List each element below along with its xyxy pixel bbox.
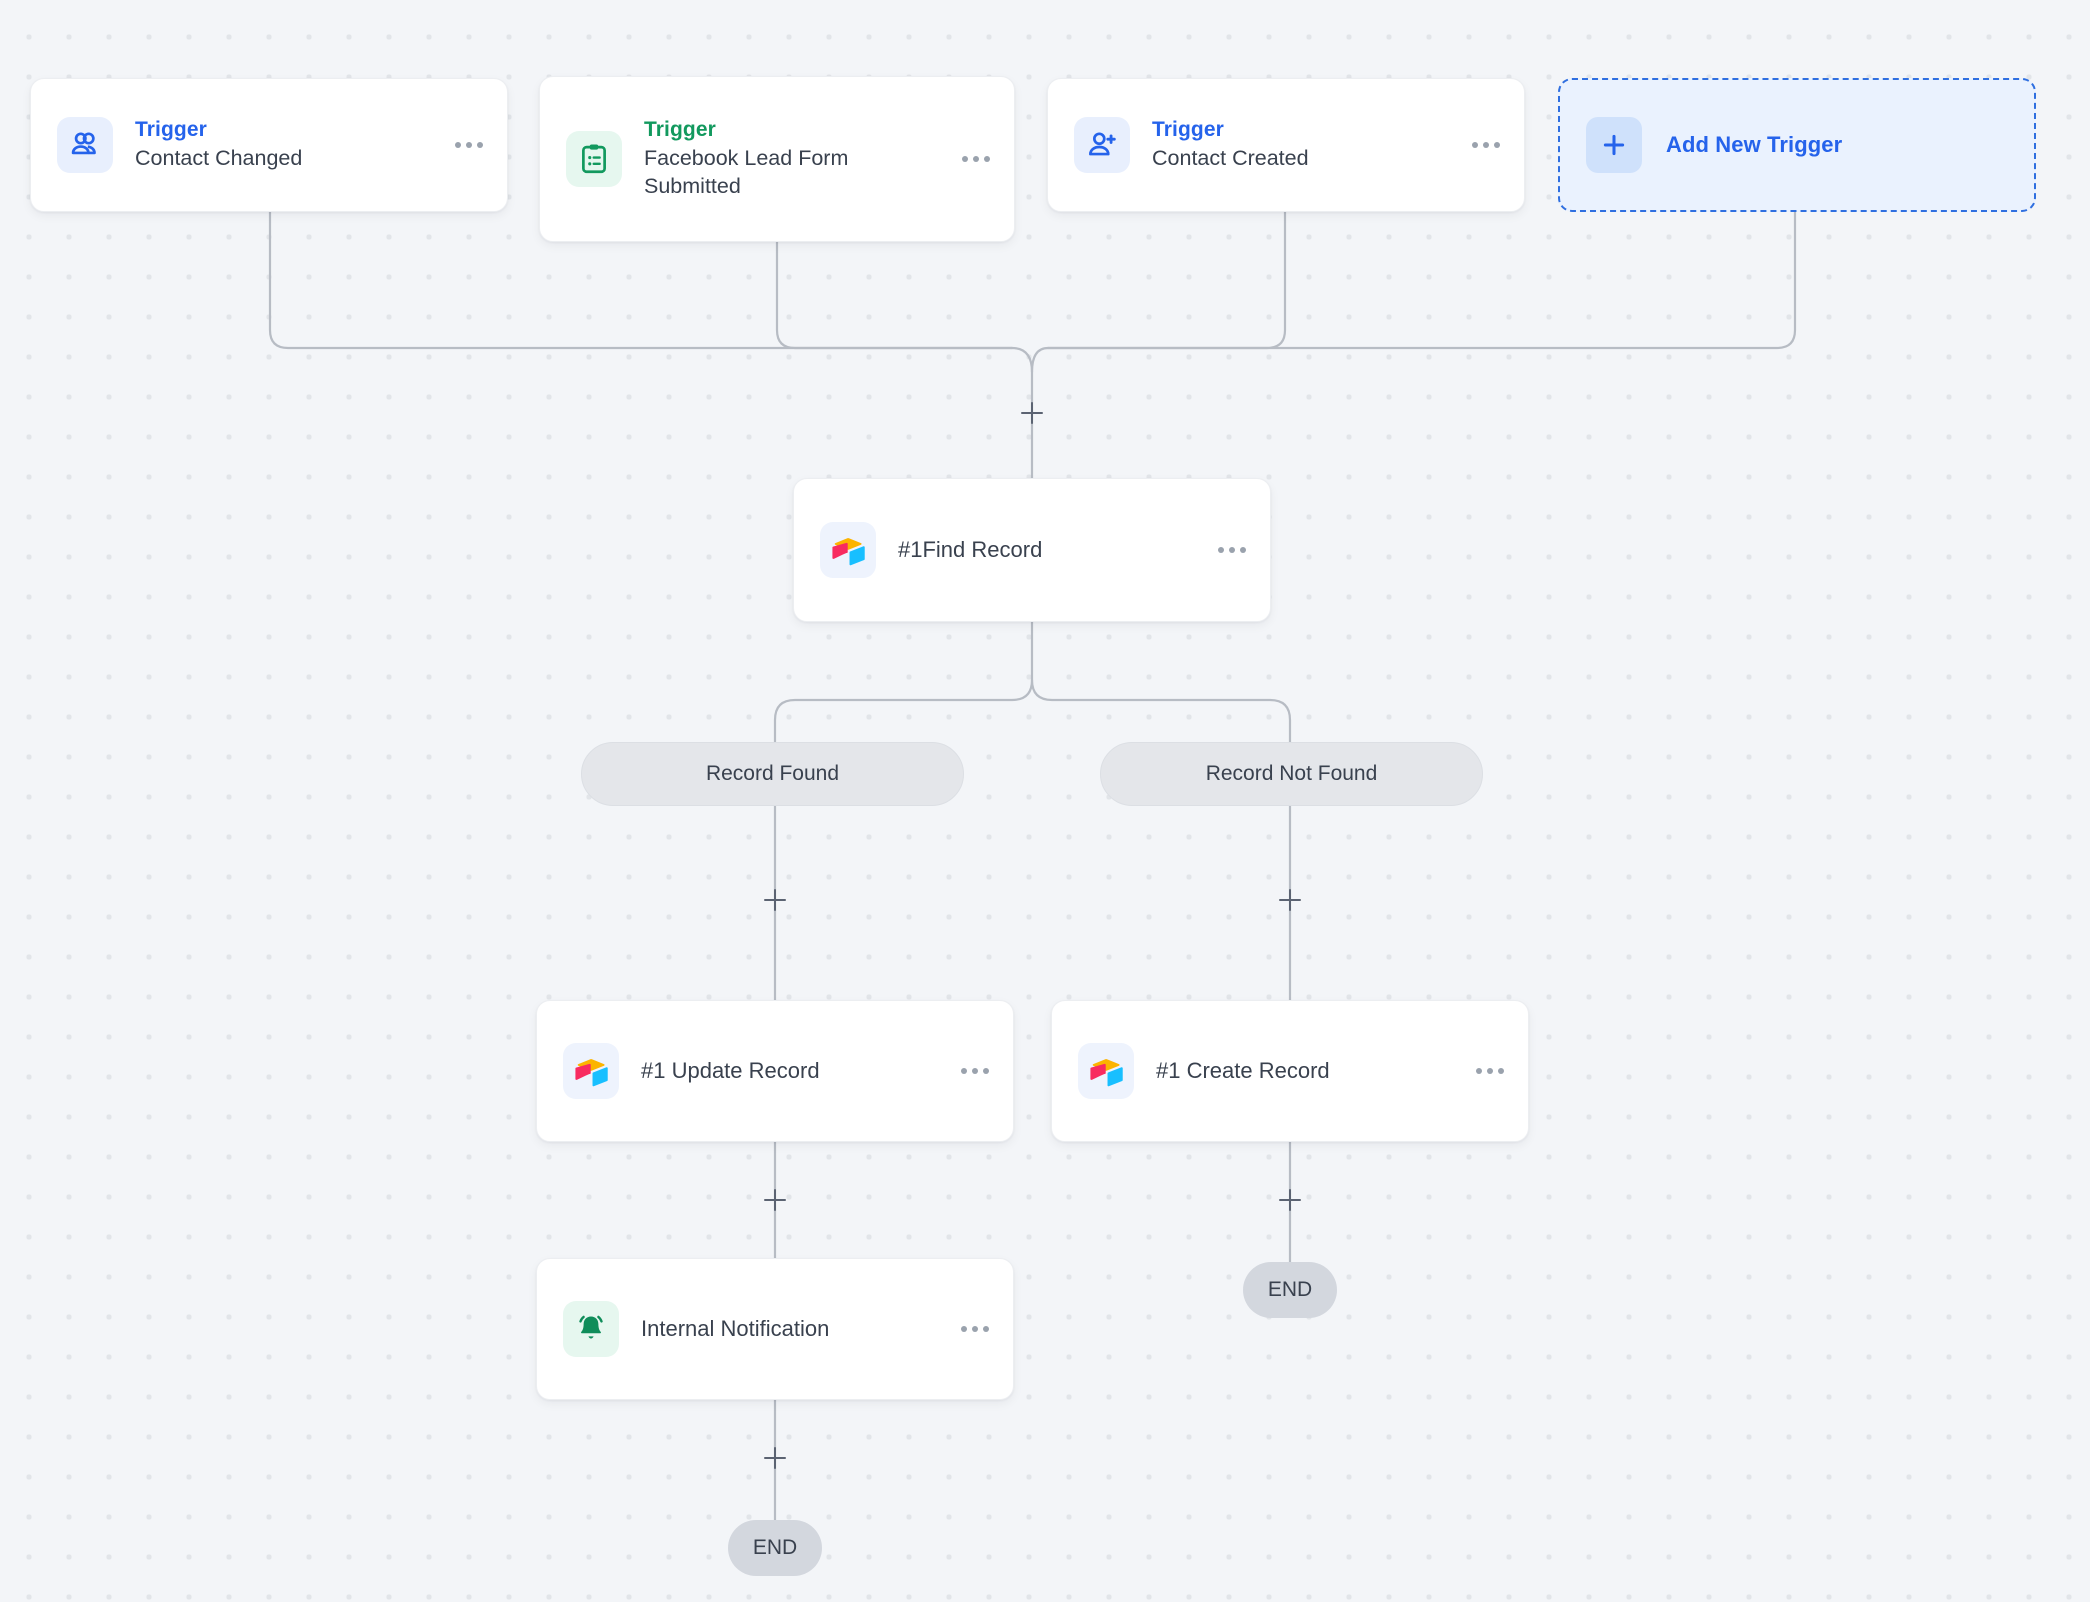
- trigger-kicker: Trigger: [1152, 117, 1224, 141]
- trigger-card-facebook-lead-form[interactable]: Trigger Facebook Lead Form Submitted: [539, 76, 1015, 242]
- end-label: END: [1267, 1278, 1313, 1301]
- plus-icon: [1586, 117, 1642, 173]
- trigger-kicker: Trigger: [135, 117, 207, 141]
- action-title: #1 Update Record: [641, 1057, 820, 1083]
- more-options-icon[interactable]: [960, 146, 992, 172]
- action-title: #1 Create Record: [1156, 1057, 1330, 1083]
- trigger-card-contact-created[interactable]: Trigger Contact Created: [1047, 78, 1525, 212]
- action-card-find-record[interactable]: #1Find Record: [793, 478, 1271, 622]
- more-options-icon[interactable]: [959, 1058, 991, 1084]
- branch-label-record-not-found[interactable]: Record Not Found: [1100, 742, 1483, 806]
- action-title: #1Find Record: [898, 536, 1043, 562]
- action-title: Internal Notification: [641, 1315, 830, 1341]
- branch-label-record-found[interactable]: Record Found: [581, 742, 964, 806]
- trigger-title: Contact Created: [1152, 146, 1309, 171]
- more-options-icon[interactable]: [1216, 537, 1248, 563]
- branch-label-text: Record Not Found: [1205, 762, 1378, 785]
- airtable-icon: [563, 1043, 619, 1099]
- end-badge-left: END: [728, 1520, 822, 1576]
- contacts-icon: [57, 117, 113, 173]
- more-options-icon[interactable]: [453, 132, 485, 158]
- airtable-icon: [1078, 1043, 1134, 1099]
- add-step-handle-after-create-record[interactable]: [1277, 1187, 1303, 1213]
- trigger-card-contact-changed[interactable]: Trigger Contact Changed: [30, 78, 508, 212]
- add-new-trigger-label: Add New Trigger: [1666, 132, 1843, 157]
- add-step-handle-right-branch[interactable]: [1277, 887, 1303, 913]
- more-options-icon[interactable]: [959, 1316, 991, 1342]
- add-new-trigger-button[interactable]: Add New Trigger: [1558, 78, 2036, 212]
- end-badge-right: END: [1243, 1262, 1337, 1318]
- action-card-internal-notification[interactable]: Internal Notification: [536, 1258, 1014, 1400]
- branch-label-text: Record Found: [705, 762, 840, 785]
- user-plus-icon: [1074, 117, 1130, 173]
- more-options-icon[interactable]: [1470, 132, 1502, 158]
- trigger-title: Contact Changed: [135, 146, 303, 171]
- airtable-icon: [820, 522, 876, 578]
- bell-icon: [563, 1301, 619, 1357]
- action-card-update-record[interactable]: #1 Update Record: [536, 1000, 1014, 1142]
- end-label: END: [752, 1536, 798, 1559]
- trigger-kicker: Trigger: [644, 117, 716, 141]
- add-step-handle-after-update-record[interactable]: [762, 1187, 788, 1213]
- trigger-title: Facebook Lead Form Submitted: [644, 146, 849, 199]
- clipboard-form-icon: [566, 131, 622, 187]
- add-step-handle-trunk[interactable]: [1019, 400, 1045, 426]
- add-step-handle-after-internal-notification[interactable]: [762, 1445, 788, 1471]
- add-step-handle-left-branch[interactable]: [762, 887, 788, 913]
- action-card-create-record[interactable]: #1 Create Record: [1051, 1000, 1529, 1142]
- more-options-icon[interactable]: [1474, 1058, 1506, 1084]
